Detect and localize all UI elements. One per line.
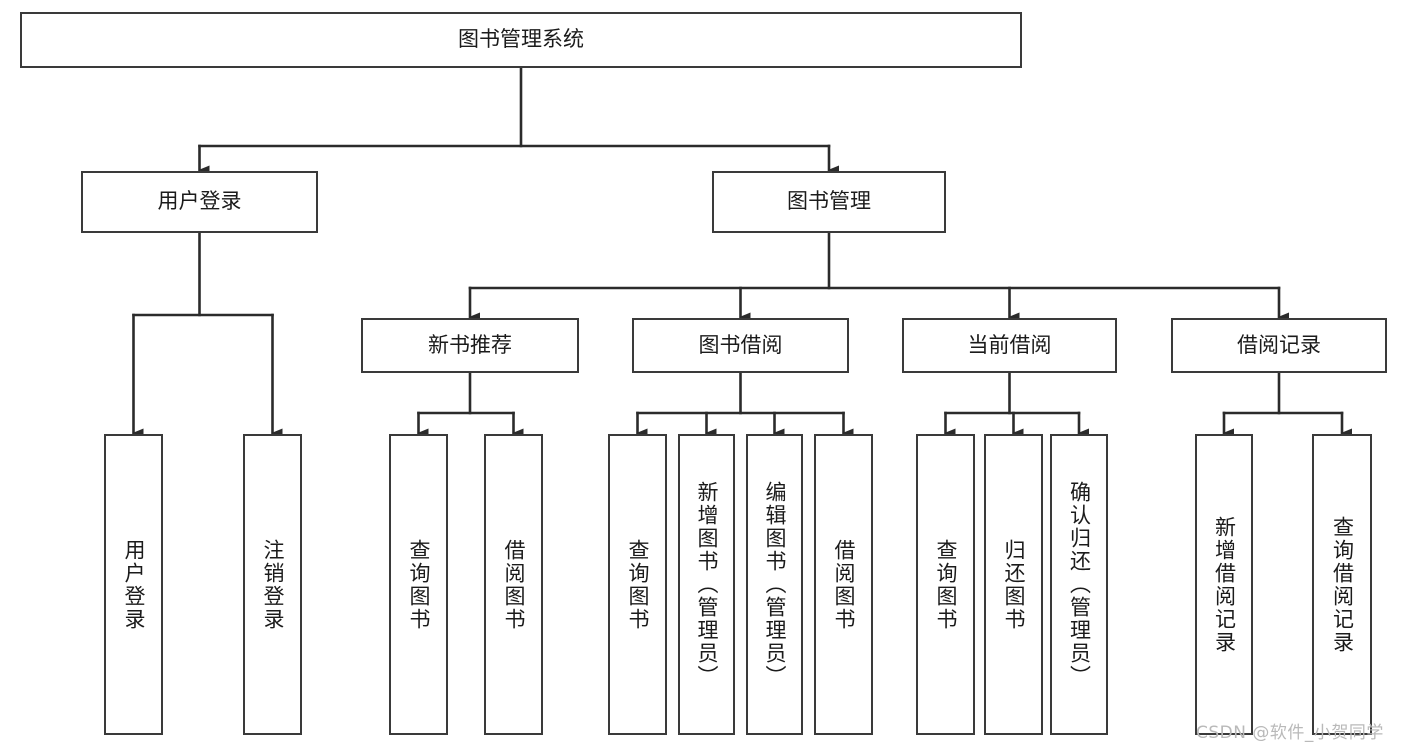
node-book-management-label: 图书管理 — [787, 189, 871, 214]
node-new-book-recommendation-label: 新书推荐 — [428, 332, 512, 357]
leaf-query-book-borrowing-label: 查询图书 — [626, 538, 650, 631]
csdn-watermark: CSDN @软件_小贺同学 — [1196, 723, 1384, 743]
leaf-user-login-label: 用户登录 — [122, 538, 146, 631]
node-user-login[interactable]: 用户登录 — [81, 171, 318, 233]
leaf-confirm-return-admin[interactable]: 确认归还（管理员） — [1050, 434, 1108, 735]
node-borrowing-records[interactable]: 借阅记录 — [1171, 318, 1387, 373]
node-current-borrowing-label: 当前借阅 — [967, 332, 1052, 357]
leaf-return-book-label: 归还图书 — [1002, 538, 1026, 631]
leaf-confirm-return-admin-label: 确认归还（管理员） — [1067, 481, 1092, 688]
leaf-logout-label: 注销登录 — [261, 538, 285, 631]
leaf-query-book-recommendation-label: 查询图书 — [407, 538, 431, 631]
node-root-label: 图书管理系统 — [458, 27, 584, 52]
node-user-login-label: 用户登录 — [157, 189, 242, 214]
leaf-borrow-book-borrowing[interactable]: 借阅图书 — [814, 434, 873, 735]
leaf-add-book-admin[interactable]: 新增图书（管理员） — [678, 434, 735, 735]
leaf-logout[interactable]: 注销登录 — [243, 434, 302, 735]
node-book-borrowing[interactable]: 图书借阅 — [632, 318, 849, 373]
leaf-user-login[interactable]: 用户登录 — [104, 434, 163, 735]
leaf-add-book-admin-label: 新增图书（管理员） — [695, 481, 719, 688]
leaf-query-book-current[interactable]: 查询图书 — [916, 434, 975, 735]
leaf-query-book-recommendation[interactable]: 查询图书 — [389, 434, 448, 735]
leaf-edit-book-admin-label: 编辑图书（管理员） — [763, 481, 787, 688]
node-current-borrowing[interactable]: 当前借阅 — [902, 318, 1117, 373]
node-new-book-recommendation[interactable]: 新书推荐 — [361, 318, 579, 373]
node-borrowing-records-label: 借阅记录 — [1237, 332, 1321, 357]
leaf-borrow-book-recommendation[interactable]: 借阅图书 — [484, 434, 543, 735]
node-book-borrowing-label: 图书借阅 — [698, 332, 783, 357]
leaf-add-borrowing-record-label: 新增借阅记录 — [1212, 515, 1237, 654]
leaf-borrow-book-recommendation-label: 借阅图书 — [502, 538, 526, 631]
leaf-query-book-borrowing[interactable]: 查询图书 — [608, 434, 667, 735]
leaf-borrow-book-borrowing-label: 借阅图书 — [832, 538, 856, 631]
node-book-management[interactable]: 图书管理 — [712, 171, 946, 233]
leaf-query-borrowing-record[interactable]: 查询借阅记录 — [1312, 434, 1372, 735]
leaf-edit-book-admin[interactable]: 编辑图书（管理员） — [746, 434, 803, 735]
leaf-add-borrowing-record[interactable]: 新增借阅记录 — [1195, 434, 1253, 735]
node-root[interactable]: 图书管理系统 — [20, 12, 1022, 68]
leaf-return-book[interactable]: 归还图书 — [984, 434, 1043, 735]
leaf-query-book-current-label: 查询图书 — [934, 538, 958, 631]
leaf-query-borrowing-record-label: 查询借阅记录 — [1330, 515, 1355, 654]
